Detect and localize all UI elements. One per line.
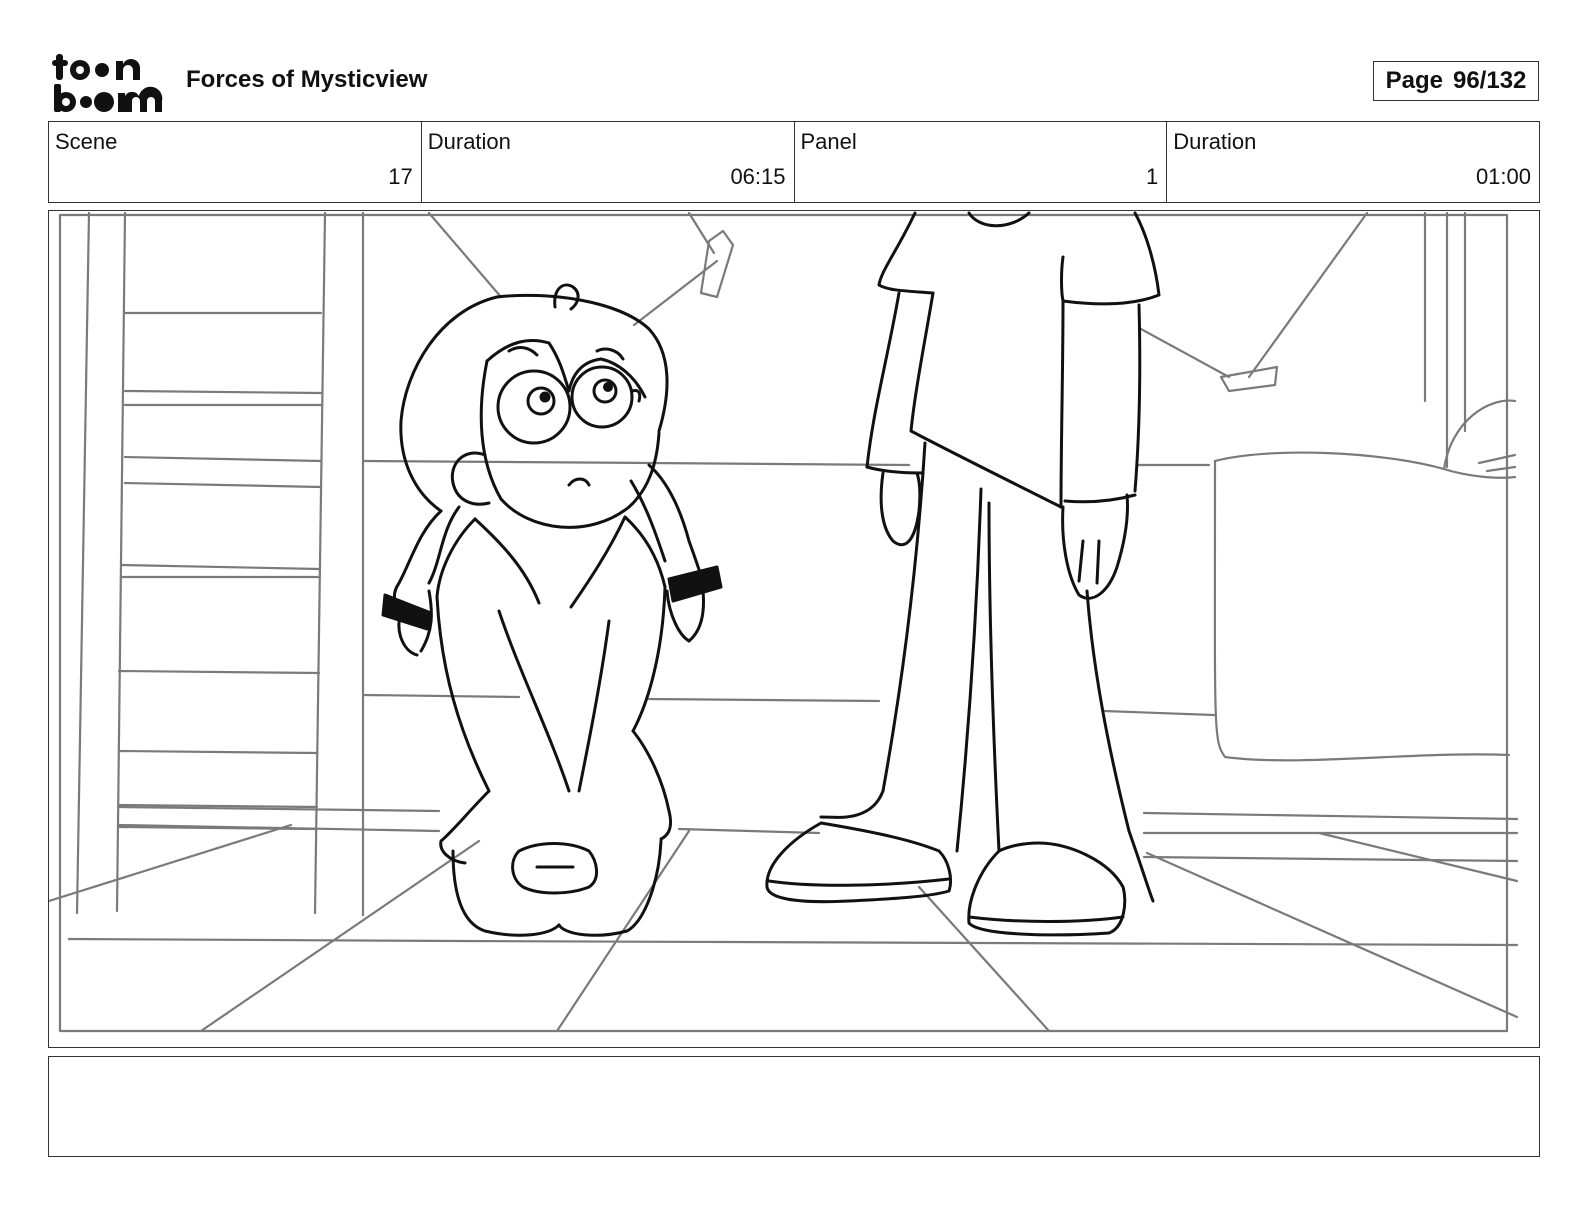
panel-value: 1 xyxy=(1146,164,1159,189)
panel-duration-value: 01:00 xyxy=(1475,164,1531,189)
page-number: 96/132 xyxy=(1452,67,1527,94)
scene-cell: Scene 17 xyxy=(49,122,422,202)
scene-duration-cell: Duration 06:15 xyxy=(422,122,795,202)
scene-value: 17 xyxy=(388,164,413,189)
project-title: Forces of Mysticview xyxy=(186,66,428,93)
panel-duration-cell: Duration 01:00 xyxy=(1167,122,1539,202)
page-label: Page xyxy=(1385,67,1443,94)
scene-label: Scene xyxy=(55,129,118,154)
storyboard-info-table: Scene 17 Duration 06:15 Panel 1 Duration… xyxy=(48,121,1540,203)
scene-duration-label: Duration xyxy=(427,129,511,154)
page-indicator: Page 96/132 xyxy=(1373,61,1539,101)
scene-duration-value: 06:15 xyxy=(730,164,786,189)
panel-label: Panel xyxy=(800,129,857,154)
panel-cell: Panel 1 xyxy=(795,122,1168,202)
panel-duration-label: Duration xyxy=(1173,129,1257,154)
storyboard-panel-image xyxy=(48,210,1540,1048)
panel-notes-box xyxy=(48,1056,1540,1157)
toonboom-logo xyxy=(52,52,164,114)
